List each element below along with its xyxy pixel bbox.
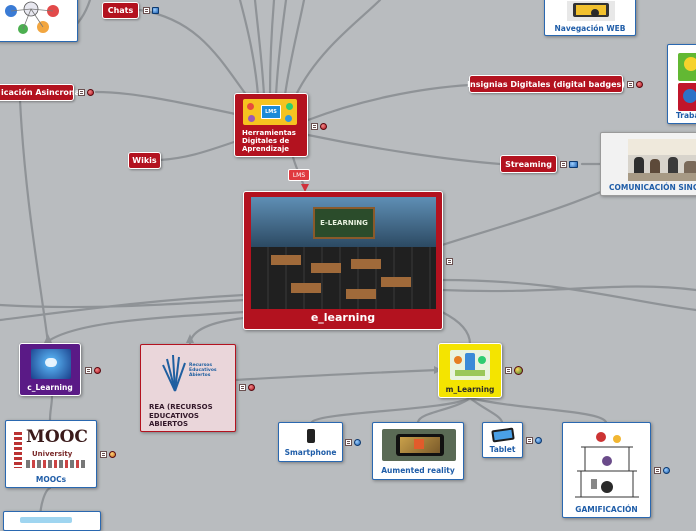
smartphone-icon xyxy=(307,429,315,443)
note-icon[interactable] xyxy=(85,366,92,374)
node-label: COMUNICACIÓN SINC xyxy=(609,183,696,192)
cloud-learning-image xyxy=(31,349,71,379)
rea-icons xyxy=(239,383,255,391)
note-icon[interactable] xyxy=(560,160,567,168)
mooc-subword: University xyxy=(32,450,73,458)
partial-bottom-card[interactable] xyxy=(3,511,101,531)
note-icon[interactable] xyxy=(100,450,107,458)
node-label: Insignias Digitales (digital badges) xyxy=(467,79,625,89)
globe-icon[interactable] xyxy=(109,450,116,458)
node-trabajo[interactable]: Traba xyxy=(667,44,696,124)
node-herramientas-digitales[interactable]: LMS Herramientas Digitales de Aprendizaj… xyxy=(234,93,308,157)
chats-icons xyxy=(143,6,159,14)
node-label: Navegación WEB xyxy=(554,24,626,33)
node-navegacion-web[interactable]: Navegación WEB xyxy=(544,0,636,36)
node-gamificacion[interactable]: GAMIFICACIÓN xyxy=(562,422,651,518)
note-icon[interactable] xyxy=(311,122,318,130)
e-learning-photo: E-LEARNING xyxy=(251,197,436,309)
note-icon[interactable] xyxy=(143,6,150,14)
node-label: Aumented reality xyxy=(381,466,455,475)
globe-icon[interactable] xyxy=(248,383,255,391)
node-label: m_Learning xyxy=(445,385,495,394)
streaming-icons xyxy=(560,160,578,168)
node-comunicacion-sincronica[interactable]: COMUNICACIÓN SINC xyxy=(600,132,696,196)
central-node-e-learning[interactable]: E-LEARNING e_learning xyxy=(243,191,443,330)
node-aumented-reality[interactable]: Aumented reality xyxy=(372,422,464,480)
globe-icon[interactable] xyxy=(535,436,542,444)
lms-illustration: LMS xyxy=(243,99,297,125)
node-label: Chats xyxy=(107,6,134,15)
node-c-learning[interactable]: c_Learning xyxy=(19,343,81,396)
note-icon[interactable] xyxy=(505,366,512,374)
mooc-word: MOOC xyxy=(26,427,88,447)
rea-logo-text: Recursos Educativos Abiertos xyxy=(189,363,217,378)
node-label: GAMIFICACIÓN xyxy=(575,505,638,514)
globe-icon[interactable] xyxy=(636,80,643,88)
tablet-icon xyxy=(491,427,515,443)
globe-icon[interactable] xyxy=(94,366,101,374)
node-label: icación Asincrona xyxy=(1,88,81,97)
node-tablet[interactable]: Tablet xyxy=(482,422,523,458)
node-label: Smartphone xyxy=(284,448,337,457)
node-label: c_Learning xyxy=(27,383,73,392)
classroom-photo xyxy=(628,139,696,181)
link-icon[interactable] xyxy=(569,160,578,168)
augmented-reality-image xyxy=(382,429,456,461)
c-learning-icons xyxy=(85,366,101,374)
node-label: Wikis xyxy=(132,156,157,165)
gamificacion-icons xyxy=(654,466,670,474)
node-rea[interactable]: Recursos Educativos Abiertos REA (RECURS… xyxy=(140,344,236,432)
globe-icon[interactable] xyxy=(663,466,670,474)
note-icon[interactable] xyxy=(446,257,453,265)
m-learning-icons xyxy=(505,365,523,375)
moocs-icons xyxy=(100,450,116,458)
node-label: REA (RECURSOS EDUCATIVOS ABIERTOS xyxy=(149,403,213,428)
node-label: Tablet xyxy=(489,445,516,454)
note-icon[interactable] xyxy=(654,466,661,474)
smartphone-icons xyxy=(345,438,361,446)
note-icon[interactable] xyxy=(78,88,85,96)
lms-logo: LMS xyxy=(261,105,281,119)
node-insignias-digitales[interactable]: Insignias Digitales (digital badges) xyxy=(467,75,625,93)
link-icon[interactable] xyxy=(152,6,159,14)
central-label: e_learning xyxy=(310,311,376,324)
node-streaming[interactable]: Streaming xyxy=(500,155,557,173)
insignias-icons xyxy=(627,80,643,88)
web-navigation-image xyxy=(567,1,615,21)
herramientas-icons xyxy=(311,122,327,130)
tablet-icons xyxy=(526,436,542,444)
node-label: Streaming xyxy=(505,159,552,169)
trabajo-image xyxy=(678,53,696,111)
gamification-illustration xyxy=(575,432,639,498)
rea-logo: Recursos Educativos Abiertos xyxy=(157,351,223,395)
asincrona-icons xyxy=(78,88,94,96)
globe-icon[interactable] xyxy=(514,365,523,375)
note-icon[interactable] xyxy=(526,436,533,444)
social-network-illustration xyxy=(5,1,59,34)
chalkboard: E-LEARNING xyxy=(313,207,375,239)
node-label: MOOCs xyxy=(35,475,67,484)
note-icon[interactable] xyxy=(627,80,634,88)
node-moocs[interactable]: MOOC University MOOCs xyxy=(5,420,97,488)
partial-image-card[interactable] xyxy=(0,0,78,42)
globe-icon[interactable] xyxy=(354,438,361,446)
node-m-learning[interactable]: m_Learning xyxy=(438,343,502,398)
node-wikis[interactable]: Wikis xyxy=(128,152,161,169)
note-icon[interactable] xyxy=(345,438,352,446)
node-label: Traba xyxy=(676,111,696,120)
lms-relationship-tag[interactable]: LMS xyxy=(288,169,310,181)
globe-icon[interactable] xyxy=(320,122,327,130)
node-label: Herramientas Digitales de Aprendizaje xyxy=(242,129,296,153)
node-comunicacion-asincrona[interactable]: icación Asincrona xyxy=(0,84,80,101)
globe-icon[interactable] xyxy=(87,88,94,96)
node-smartphone[interactable]: Smartphone xyxy=(278,422,343,462)
central-icons xyxy=(446,257,453,265)
book-fan-illustration xyxy=(162,354,186,392)
tag-label: LMS xyxy=(292,171,306,179)
mooc-word-cloud: MOOC University xyxy=(12,426,92,472)
mobile-learning-image xyxy=(450,350,490,380)
note-icon[interactable] xyxy=(239,383,246,391)
node-chats[interactable]: Chats xyxy=(102,2,139,19)
